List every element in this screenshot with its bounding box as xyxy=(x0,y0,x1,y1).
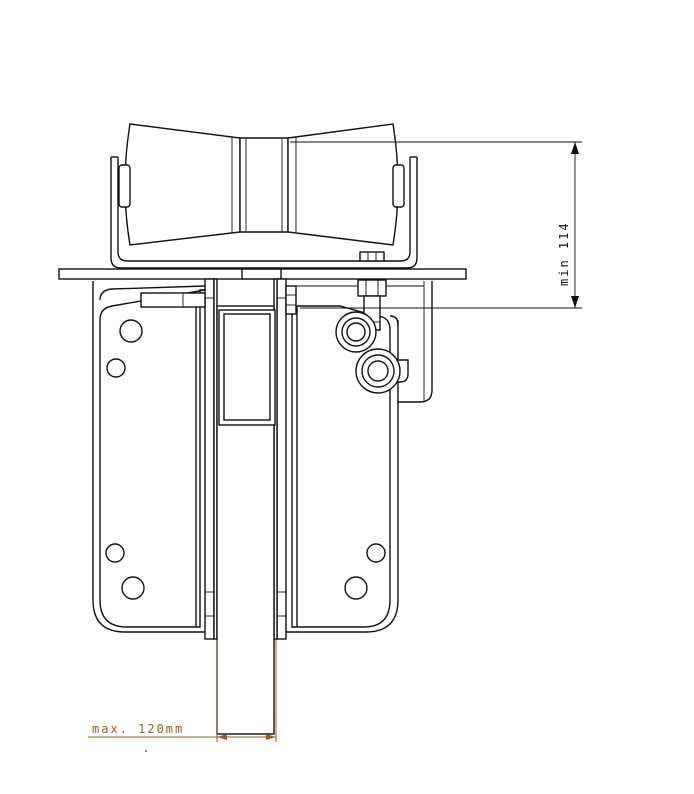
width-dimension-label: max. 120mm xyxy=(92,722,184,736)
height-dimension-label: min 114 xyxy=(557,221,571,286)
roller-bracket xyxy=(110,156,418,269)
mounting-plate xyxy=(58,268,467,280)
height-dimension: min 114 xyxy=(290,141,582,309)
mounting-holes xyxy=(105,319,386,600)
left-side-plate xyxy=(99,289,206,628)
lock-nut-lower xyxy=(355,348,409,394)
lock-nut-upper xyxy=(335,311,377,353)
width-dimension: max. 120mm xyxy=(88,640,277,752)
pin-rod xyxy=(140,285,297,315)
keel-roller xyxy=(118,123,405,246)
side-bracket-outline xyxy=(92,281,433,633)
dot-marker xyxy=(145,750,147,752)
frame-bar xyxy=(204,278,287,735)
adjustment-bolt xyxy=(357,279,387,331)
